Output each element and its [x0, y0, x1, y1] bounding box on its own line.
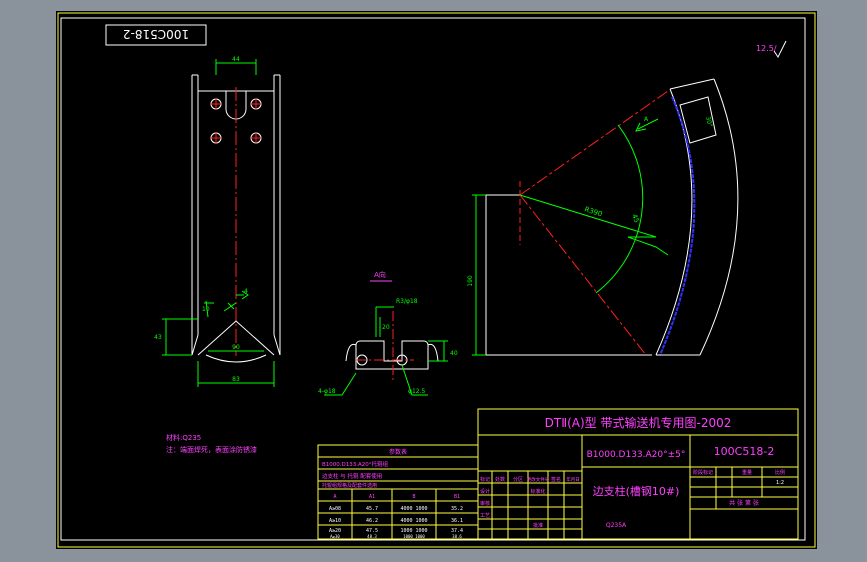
svg-text:更改文件号: 更改文件号: [527, 476, 550, 483]
svg-text:分区: 分区: [513, 476, 523, 483]
arc-view: 190 45 R390 30° A: [467, 78, 739, 356]
title-header-cells: 标记 处数 分区 更改文件号 签名 年月日: [480, 476, 580, 483]
svg-text:4000 1000: 4000 1000: [400, 518, 427, 524]
param-row-3: A≥20 47.5 1000 1000 37.4: [329, 528, 463, 534]
svg-text:R390: R390: [583, 205, 603, 218]
svg-text:45: 45: [630, 213, 641, 224]
svg-text:1000 1000: 1000 1000: [403, 534, 425, 539]
rotated-drawing-number: 100C518-2: [123, 27, 189, 41]
svg-text:43: 43: [154, 334, 162, 341]
svg-text:B1: B1: [454, 494, 460, 500]
svg-text:A≥08: A≥08: [329, 506, 341, 512]
svg-text:设计: 设计: [480, 488, 490, 495]
svg-text:比例: 比例: [775, 469, 785, 476]
svg-text:边支柱 与 托辊 配套使用: 边支柱 与 托辊 配套使用: [322, 472, 382, 480]
title-spec: B1000.D133.A20°±5°: [587, 450, 686, 460]
technical-notes: 材料:Q235 注：端面焊死，表面涂防锈漆: [166, 433, 257, 454]
svg-text:A: A: [644, 116, 649, 123]
param-table-title: 参数表: [389, 448, 407, 456]
title-part-name: 边支柱(槽钢10#): [593, 484, 680, 498]
svg-text:批准: 批准: [533, 522, 543, 529]
svg-text:阶段标记: 阶段标记: [693, 469, 713, 476]
svg-text:190: 190: [467, 275, 474, 287]
svg-text:4: 4: [244, 288, 248, 295]
svg-text:37.4: 37.4: [451, 528, 463, 534]
svg-text:4-φ18: 4-φ18: [318, 388, 336, 395]
svg-text:46.2: 46.2: [366, 518, 378, 524]
svg-text:36.1: 36.1: [451, 518, 463, 524]
svg-text:A1: A1: [369, 494, 375, 500]
title-block: [477, 408, 799, 540]
title-standard: DTⅡ(A)型 带式输送机专用图-2002: [545, 415, 732, 430]
front-view: 44 83 90 43 10 4: [154, 56, 281, 387]
svg-text:44: 44: [232, 56, 240, 63]
svg-text:10: 10: [202, 306, 210, 313]
svg-text:R3/φ18: R3/φ18: [396, 298, 418, 305]
svg-text:83: 83: [232, 376, 240, 383]
svg-text:90: 90: [232, 344, 240, 351]
svg-text:1:2: 1:2: [776, 480, 784, 486]
svg-text:12.5/: 12.5/: [756, 44, 777, 53]
svg-text:标准化: 标准化: [530, 488, 545, 495]
inner-frame: [60, 17, 806, 541]
param-row-4: A≥30 48.3 1000 1000 38.6: [330, 534, 462, 539]
svg-text:共 张 第 张: 共 张 第 张: [729, 499, 759, 507]
title-drawing-number: 100C518-2: [714, 445, 775, 458]
svg-text:重量: 重量: [742, 469, 752, 476]
svg-text:1000 1000: 1000 1000: [400, 528, 427, 534]
drawing-sheet: 100C518-2 12.5/ 44 83 90 43 10 4: [57, 12, 816, 548]
svg-text:A: A: [333, 494, 336, 500]
svg-text:B1000.D133.A20°托辊组: B1000.D133.A20°托辊组: [322, 460, 389, 468]
parameter-table: [317, 444, 479, 540]
cad-viewport[interactable]: 100C518-2 12.5/ 44 83 90 43 10 4: [56, 11, 817, 549]
param-row-2: A≥10 46.2 4000 1000 36.1: [329, 518, 463, 524]
note-material: 材料:Q235: [166, 433, 201, 442]
svg-text:工艺: 工艺: [480, 513, 490, 519]
svg-text:B: B: [412, 494, 415, 500]
svg-text:A≥10: A≥10: [329, 518, 341, 524]
svg-text:φ12.5: φ12.5: [408, 388, 426, 395]
title-row-labels: 设计 审核 工艺 标准化 批准: [480, 488, 546, 529]
roughness-mark: 12.5/: [756, 40, 787, 58]
svg-text:30°: 30°: [704, 116, 713, 128]
rotated-number-box: 100C518-2: [105, 24, 207, 46]
svg-text:托辊组规格及配套件选用: 托辊组规格及配套件选用: [322, 482, 377, 489]
svg-text:48.3: 48.3: [367, 534, 377, 539]
svg-text:处数: 处数: [495, 476, 505, 483]
param-row-1: A≥08 45.7 4000 1000 35.2: [329, 506, 463, 512]
svg-text:年月日: 年月日: [566, 476, 580, 483]
section-a-view: A向 R3/φ18 20 40 4-φ18 φ12.5: [318, 270, 458, 396]
svg-text:20: 20: [382, 324, 390, 331]
note-finish: 注：端面焊死，表面涂防锈漆: [166, 445, 257, 454]
svg-text:A≥30: A≥30: [330, 534, 340, 539]
svg-text:4000 1000: 4000 1000: [400, 506, 427, 512]
svg-text:审核: 审核: [480, 500, 490, 507]
svg-text:A向: A向: [374, 270, 386, 279]
outer-frame: [57, 12, 816, 548]
svg-text:35.2: 35.2: [451, 506, 463, 512]
svg-text:A≥20: A≥20: [329, 528, 341, 534]
title-material: Q235A: [606, 522, 627, 529]
svg-text:标记: 标记: [480, 476, 490, 483]
svg-text:38.6: 38.6: [452, 534, 462, 539]
svg-text:45.7: 45.7: [366, 506, 378, 512]
svg-text:40: 40: [450, 350, 458, 357]
svg-text:47.5: 47.5: [366, 528, 378, 534]
svg-text:签名: 签名: [551, 476, 561, 483]
